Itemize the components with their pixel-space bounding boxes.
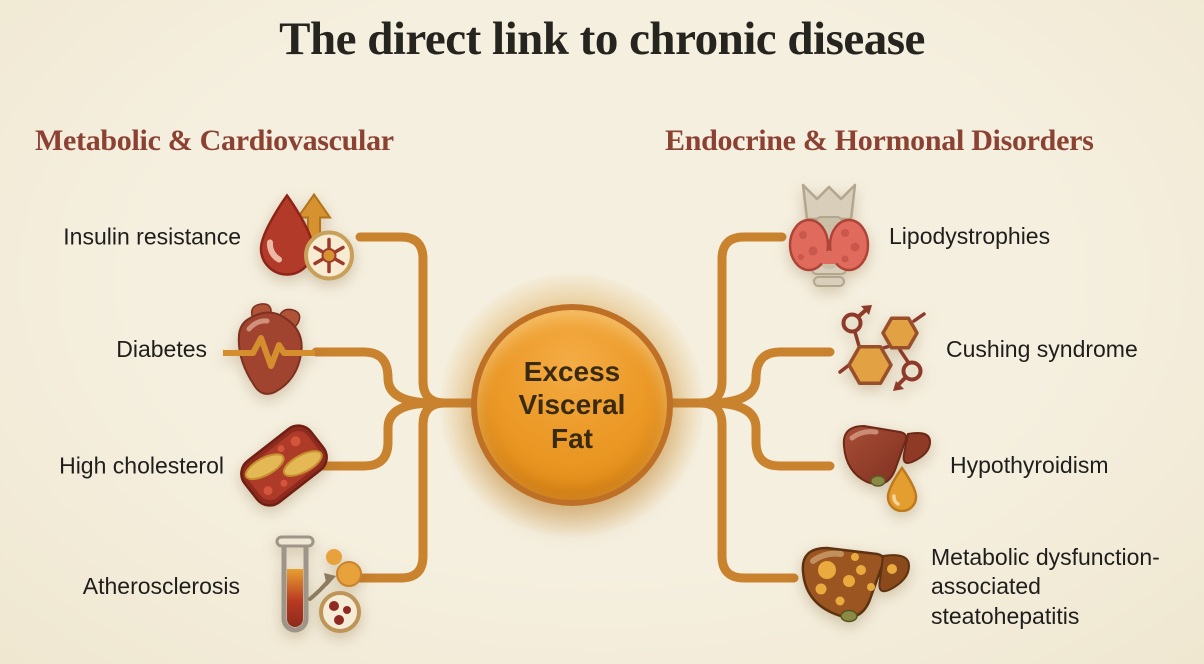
connector-cushing-syndrome (665, 347, 835, 408)
condition-item-steatohepatitis: Metabolic dysfunction- associated steato… (795, 539, 1160, 635)
fatty-liver-icon (795, 539, 913, 635)
connector-atherosclerosis (347, 398, 479, 583)
center-node-label: Excess Visceral Fat (518, 355, 626, 454)
condition-item-lipodystrophies: Lipodystrophies (787, 183, 1050, 291)
condition-item-hypothyroidism: Hypothyroidism (838, 420, 1109, 512)
condition-label: Atherosclerosis (82, 573, 240, 600)
condition-label: Cushing syndrome (946, 336, 1138, 363)
condition-label: High cholesterol (59, 452, 224, 479)
center-node: Excess Visceral Fat (471, 304, 673, 506)
condition-label: Diabetes (116, 336, 207, 363)
connector-hypothyroidism (665, 398, 835, 471)
clogged-artery-icon (240, 424, 328, 509)
connector-high-cholesterol (311, 398, 479, 471)
condition-label: Lipodystrophies (889, 223, 1051, 250)
condition-item-atherosclerosis: Atherosclerosis (83, 535, 362, 639)
left-group-heading: Metabolic & Cardiovascular (35, 124, 394, 157)
page-title: The direct link to chronic disease (279, 13, 925, 65)
condition-item-diabetes: Diabetes (116, 301, 315, 399)
condition-label: Hypothyroidism (950, 452, 1109, 479)
condition-item-insulin-resistance: Insulin resistance (63, 190, 360, 285)
connector-diabetes (311, 347, 479, 408)
right-group-heading: Endocrine & Hormonal Disorders (665, 124, 1094, 157)
thyroid-gland-icon (787, 183, 871, 291)
condition-label: Insulin resistance (63, 223, 241, 250)
liver-drop-icon (838, 420, 932, 512)
condition-item-cushing-syndrome: Cushing syndrome (838, 305, 1138, 395)
condition-label: Metabolic dysfunction- associated steato… (931, 543, 1160, 629)
hormone-molecule-icon (838, 305, 928, 395)
heart-ecg-icon (223, 301, 315, 399)
connector-insulin-resistance (355, 232, 479, 408)
connector-lipodystrophies (665, 232, 787, 408)
connector-steatohepatitis (665, 398, 799, 583)
blood-sugar-rise-icon (257, 190, 360, 285)
condition-item-high-cholesterol: High cholesterol (59, 424, 328, 509)
blood-test-tube-icon (256, 535, 362, 639)
